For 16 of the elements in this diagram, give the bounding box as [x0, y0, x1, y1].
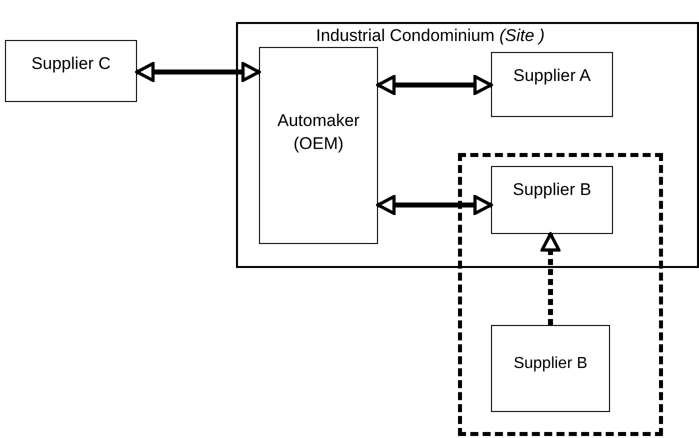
- node-label: Automaker (OEM): [276, 110, 361, 155]
- arrow: [376, 195, 493, 215]
- node-label: Supplier B: [512, 179, 592, 201]
- arrow: [135, 62, 261, 82]
- process-box: [259, 47, 378, 244]
- site-title: Industrial Condominium (Site ): [316, 25, 546, 47]
- process-box: [491, 52, 613, 117]
- process-box: [5, 40, 137, 102]
- arrow: [540, 232, 560, 325]
- site-boundary-box: [236, 22, 699, 268]
- node-label: Supplier B: [512, 354, 588, 374]
- process-box: [491, 166, 613, 234]
- process-box: [491, 325, 610, 412]
- node-label: Supplier C: [30, 53, 112, 75]
- arrow: [376, 75, 493, 95]
- node-label: Supplier A: [512, 65, 592, 87]
